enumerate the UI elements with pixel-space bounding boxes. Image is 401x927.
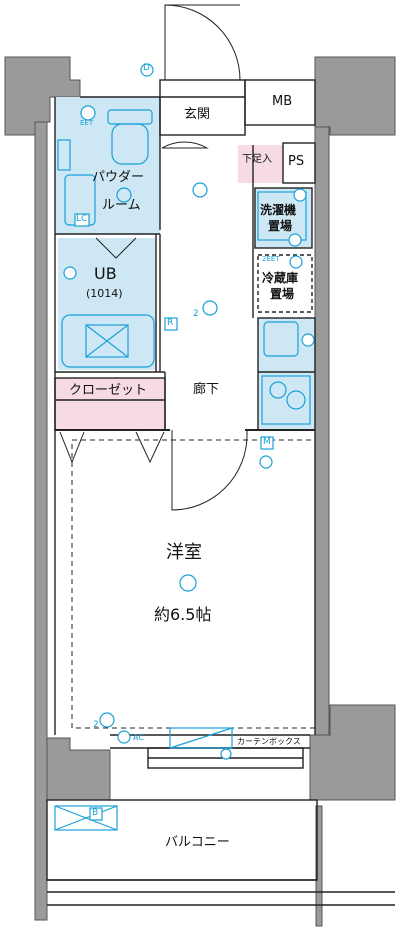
two-eet-label: 2EET <box>262 255 280 263</box>
ps-label: PS <box>288 154 305 169</box>
m-symbol: M <box>263 437 271 447</box>
washer-label-1: 洗濯機 <box>260 203 297 217</box>
front-door-swing <box>164 4 241 81</box>
bath-floor <box>58 238 156 370</box>
ac-symbol: AC <box>133 733 144 742</box>
eet-label: EET <box>80 119 94 127</box>
doors <box>59 4 248 511</box>
shoe-box-zone <box>238 145 283 183</box>
symbols <box>63 63 315 821</box>
closet-zone <box>55 378 165 430</box>
powder-door-swing <box>161 141 209 149</box>
ub-size-label: (1014) <box>86 287 123 300</box>
closet-label: クローゼット <box>69 383 148 398</box>
interior-walls <box>46 79 395 906</box>
toilet-bowl <box>111 123 149 165</box>
western-room-size: 約6.5帖 <box>154 605 212 624</box>
d-symbol: D <box>143 63 150 73</box>
bathtub <box>61 314 155 368</box>
lc-symbol: LC <box>76 214 88 224</box>
hallway-label: 廊下 <box>193 382 220 397</box>
western-room-label: 洋室 <box>166 542 202 563</box>
fridge-label-1: 冷蔵庫 <box>262 271 299 285</box>
mb-label: MB <box>272 94 293 109</box>
room-door-swing <box>171 430 248 511</box>
fridge-label-2: 置場 <box>270 287 295 301</box>
two-symbol-hall: 2 <box>193 309 199 319</box>
powder-room-label-1: パウダー <box>92 170 145 185</box>
curtain-box-label: カーテンボックス <box>237 737 301 746</box>
vent-hall <box>202 300 218 316</box>
washer-label-2: 置場 <box>268 219 293 233</box>
entrance-label: 玄関 <box>184 107 211 122</box>
ub-label: UB <box>94 264 117 283</box>
two-symbol-room: 2 <box>93 720 99 730</box>
kitchen-sink <box>263 321 299 357</box>
balcony-label: バルコニー <box>165 835 230 850</box>
r-symbol: R <box>167 318 174 328</box>
wet-zones <box>55 97 315 430</box>
powder-room-label-2: ルーム <box>102 198 141 213</box>
fixtures <box>54 109 311 831</box>
stove <box>261 375 311 425</box>
vent-powder <box>116 187 132 203</box>
exterior-walls <box>4 56 396 927</box>
shoe-box-label: 下足入 <box>242 154 272 165</box>
light-entrance <box>192 182 208 198</box>
b-symbol: B <box>92 808 99 818</box>
room-light-icon <box>179 574 197 592</box>
